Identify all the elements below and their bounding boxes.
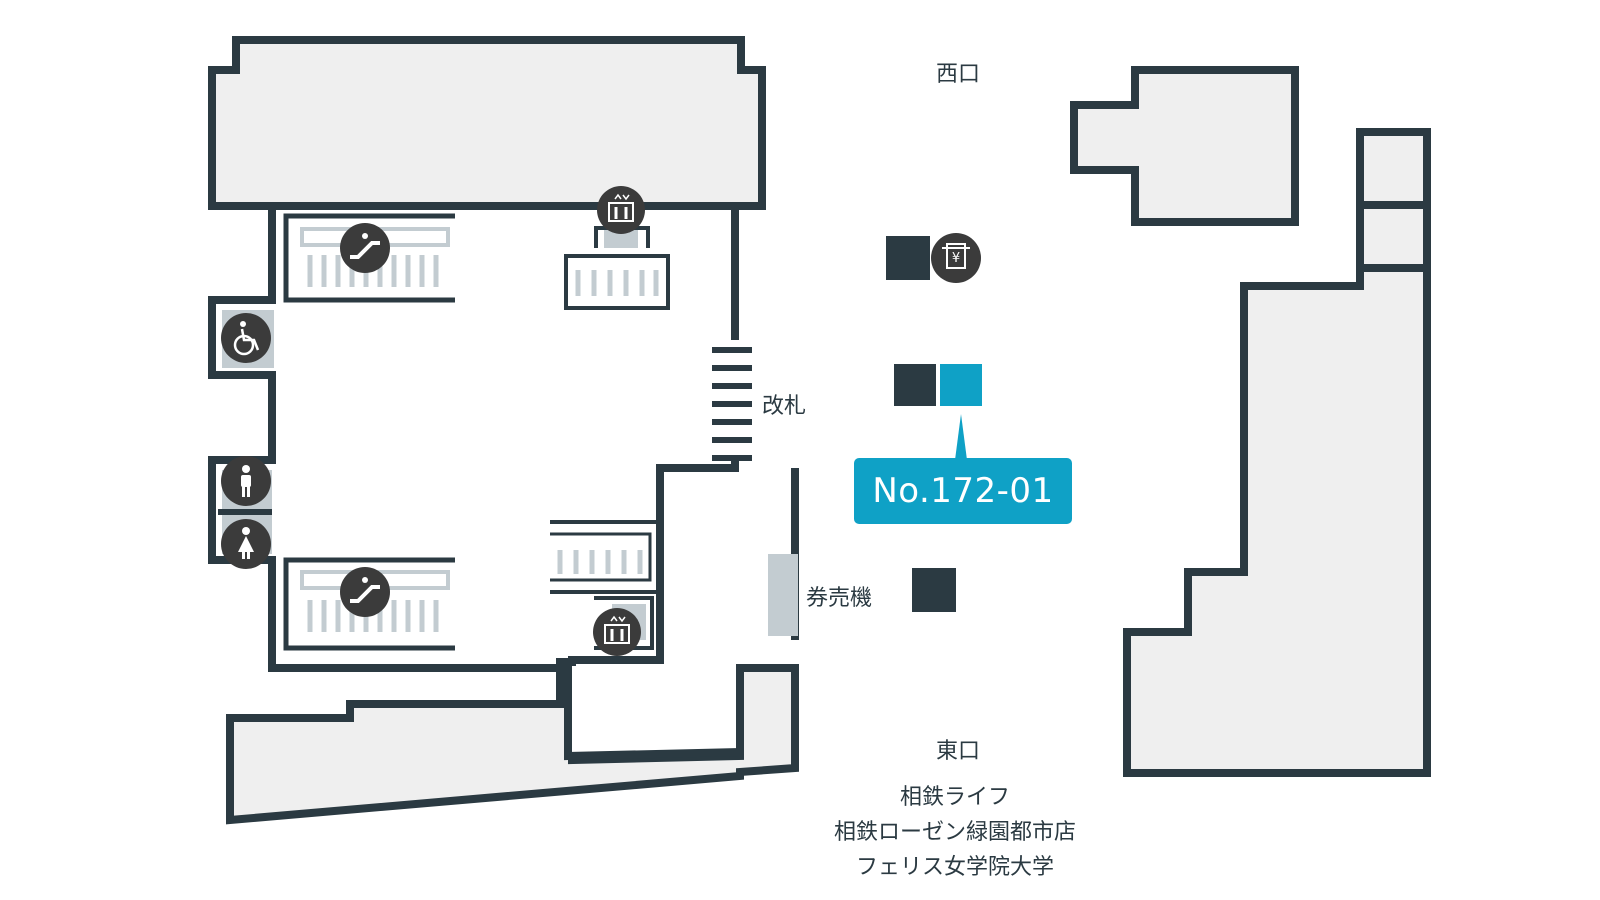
building-north xyxy=(208,36,766,210)
escalator-icon xyxy=(340,567,390,617)
locker-number-callout: No.172-01 xyxy=(854,458,1072,524)
ticket-gates xyxy=(712,347,752,461)
ticket-machine-label: 券売機 xyxy=(806,586,873,611)
atm-yen-icon: ¥ xyxy=(931,233,981,283)
locker-highlighted[interactable] xyxy=(940,364,982,406)
stairs-north-center xyxy=(564,226,670,310)
destination-item: 相鉄ローゼン緑園都市店 xyxy=(833,820,1076,845)
east-exit-label: 東口 xyxy=(936,739,981,764)
wheelchair-icon xyxy=(221,313,271,363)
locker-atm-side[interactable] xyxy=(886,236,930,280)
mens-restroom-icon xyxy=(221,456,271,506)
ticket-machine xyxy=(768,554,798,636)
locker-dark[interactable] xyxy=(894,364,936,406)
elevator-icon xyxy=(593,608,641,656)
callout-pointer xyxy=(955,414,967,460)
escalator-icon xyxy=(340,223,390,273)
destination-item: 相鉄ライフ xyxy=(899,785,1010,810)
building-east xyxy=(1123,128,1431,777)
svg-text:¥: ¥ xyxy=(952,251,960,266)
elevator-icon xyxy=(597,186,645,234)
womens-restroom-icon xyxy=(221,519,271,569)
ticket-gate-label: 改札 xyxy=(762,394,807,419)
building-northeast-small xyxy=(1070,66,1299,226)
west-exit-label: 西口 xyxy=(936,62,981,87)
locker-south[interactable] xyxy=(912,568,956,612)
east-exit-destinations: 相鉄ライフ 相鉄ローゼン緑園都市店 フェリス女学院大学 xyxy=(790,780,1120,885)
building-southwest-cutout xyxy=(572,666,735,756)
station-concourse xyxy=(208,206,799,672)
building-southwest-cutout-wall xyxy=(564,662,744,761)
destination-item: フェリス女学院大学 xyxy=(855,855,1054,880)
